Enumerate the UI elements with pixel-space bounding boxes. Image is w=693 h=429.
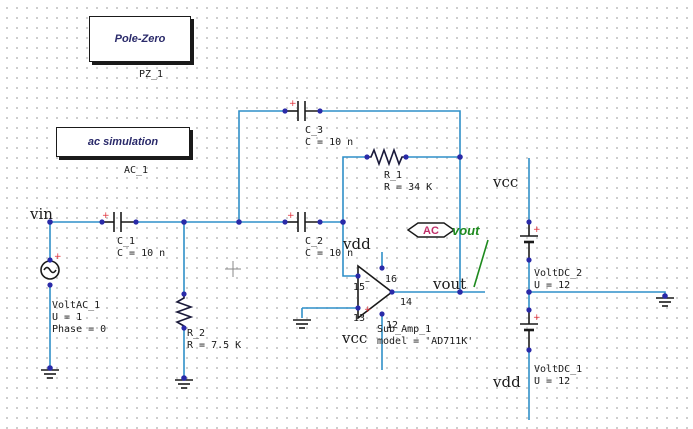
r1-value: R = 34 K	[384, 182, 432, 193]
junction-nodes	[47, 154, 668, 381]
vdc2-name: VoltDC_2	[534, 268, 582, 279]
c3-plus-mark: +	[289, 99, 297, 109]
opamp-pin-16: 16	[385, 274, 397, 285]
ground-symbol-vac	[41, 369, 59, 379]
capacitor-c3[interactable]: +	[282, 99, 323, 121]
sine-icon	[43, 266, 57, 274]
vac-plus-mark: +	[54, 252, 62, 262]
wires	[49, 110, 666, 420]
pole-zero-sim-box[interactable]: Pole-Zero	[89, 16, 191, 62]
vac-phase: Phase = 0	[52, 324, 106, 335]
c1-value: C = 10 n	[117, 248, 165, 259]
opamp-name: Sub_Amp_1	[377, 324, 431, 335]
pz-instance-name: PZ_1	[139, 69, 163, 80]
ac-sim-box[interactable]: ac simulation	[56, 127, 190, 157]
vdc1-plus-mark: +	[533, 313, 541, 323]
resistor-r2[interactable]	[174, 291, 194, 331]
c3-name: C_3	[305, 125, 323, 136]
ac-probe-type: AC	[423, 225, 439, 237]
ac-probe[interactable]: AC vout	[406, 222, 489, 288]
ac-probe-net: vout	[452, 223, 480, 238]
net-label-vout: vout	[432, 275, 466, 293]
r1-name: R_1	[384, 170, 402, 181]
opamp-pin-14: 14	[400, 297, 412, 308]
c2-name: C_2	[305, 236, 323, 247]
net-label-vdd-supply: vdd	[492, 373, 521, 391]
vac-name: VoltAC_1	[52, 300, 100, 311]
net-label-vcc-opamp: vcc	[341, 329, 367, 347]
vdc1-name: VoltDC_1	[534, 364, 582, 375]
c1-plus-mark: +	[102, 211, 110, 221]
capacitor-c2[interactable]: +	[282, 211, 323, 232]
c2-value: C = 10 n	[305, 248, 353, 259]
vac-amplitude: U = 1	[52, 312, 82, 323]
net-label-vcc-supply: vcc	[492, 173, 518, 191]
capacitor-c1[interactable]: +	[99, 211, 139, 232]
opamp-model: model = 'AD711K'	[377, 336, 473, 347]
dc-voltage-source-2[interactable]: +	[520, 219, 541, 263]
net-label-vin: vin	[29, 205, 53, 223]
opamp-pin-12: 12	[386, 320, 398, 331]
vdc2-voltage: U = 12	[534, 280, 570, 291]
opamp-pin-13: 13	[353, 313, 365, 324]
resistor-r1[interactable]	[364, 147, 409, 167]
net-label-vdd-opamp: vdd	[342, 235, 371, 253]
ac-instance-name: AC_1	[124, 165, 148, 176]
opamp-plus-mark: +	[364, 305, 372, 315]
c1-name: C_1	[117, 236, 135, 247]
ac-sim-label: ac simulation	[87, 136, 159, 148]
opamp-minus-mark: −	[365, 277, 370, 286]
ac-voltage-source[interactable]: +	[40, 252, 62, 288]
op-amp[interactable]: − + 15 16 13 12 14	[353, 264, 412, 331]
vdc1-voltage: U = 12	[534, 376, 570, 387]
pole-zero-sim-label: Pole-Zero	[114, 33, 166, 45]
ground-symbol-opamp	[293, 319, 311, 329]
vdc2-plus-mark: +	[533, 225, 541, 235]
ground-symbol-r2	[175, 379, 193, 389]
c2-plus-mark: +	[287, 211, 295, 221]
crosshair-cursor-icon	[225, 261, 241, 277]
r2-name: R_2	[187, 328, 205, 339]
c3-value: C = 10 n	[305, 137, 353, 148]
opamp-pin-15: 15	[353, 282, 365, 293]
ground-symbol-supply	[656, 297, 674, 307]
dc-voltage-source-1[interactable]: +	[520, 307, 541, 353]
r2-value: R = 7.5 K	[187, 340, 241, 351]
